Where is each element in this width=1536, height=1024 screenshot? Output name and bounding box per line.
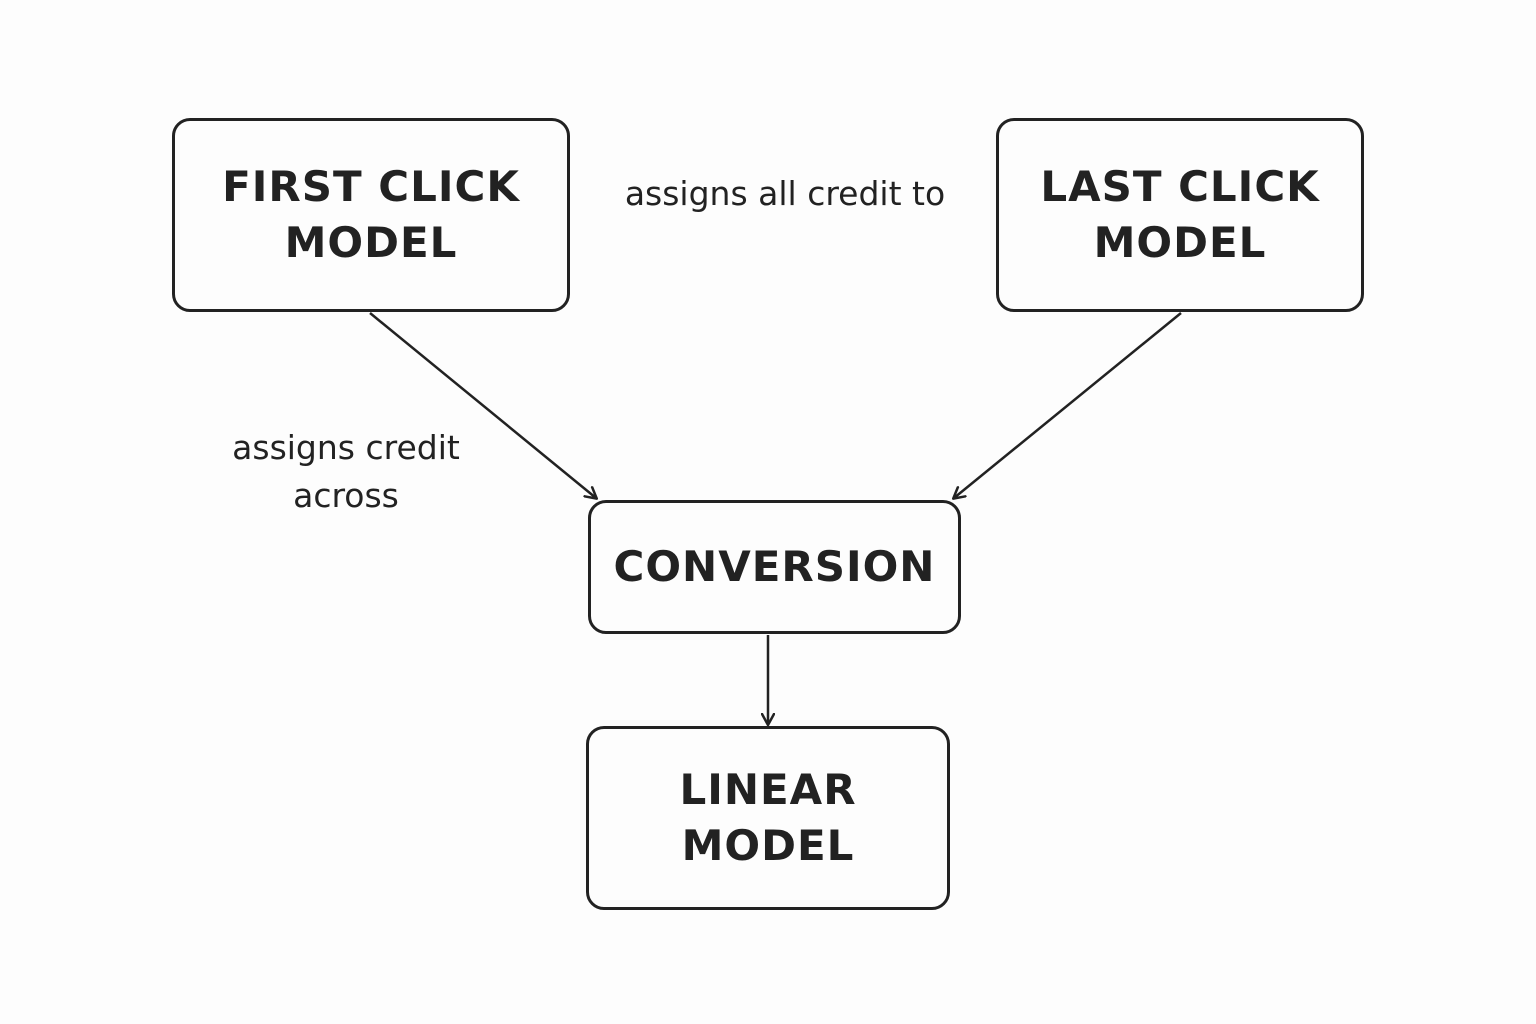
first-click-line-1: FIRST CLICK: [222, 162, 520, 211]
edge-label-left-line-1: assigns credit: [232, 428, 460, 467]
edge-label-left-line-2: across: [293, 476, 399, 515]
linear-line-2: MODEL: [681, 821, 855, 870]
linear-line-1: LINEAR: [679, 765, 857, 814]
linear-model-node: LINEAR MODEL: [586, 726, 950, 910]
first-click-model-node: FIRST CLICK MODEL: [172, 118, 570, 312]
last-click-model-node: LAST CLICK MODEL: [996, 118, 1364, 312]
arrow-first-to-conversion: [369, 312, 596, 498]
conversion-line-1: CONVERSION: [613, 542, 936, 591]
edge-label-assigns-all-credit: assigns all credit to: [600, 170, 970, 218]
last-click-line-1: LAST CLICK: [1040, 162, 1320, 211]
last-click-line-2: MODEL: [1093, 218, 1267, 267]
edge-label-assigns-credit-across: assigns credit across: [196, 424, 496, 520]
conversion-node: CONVERSION: [588, 500, 961, 634]
arrow-last-to-conversion: [954, 312, 1182, 498]
edge-label-top-line-1: assigns all credit to: [624, 174, 946, 213]
first-click-line-2: MODEL: [284, 218, 458, 267]
